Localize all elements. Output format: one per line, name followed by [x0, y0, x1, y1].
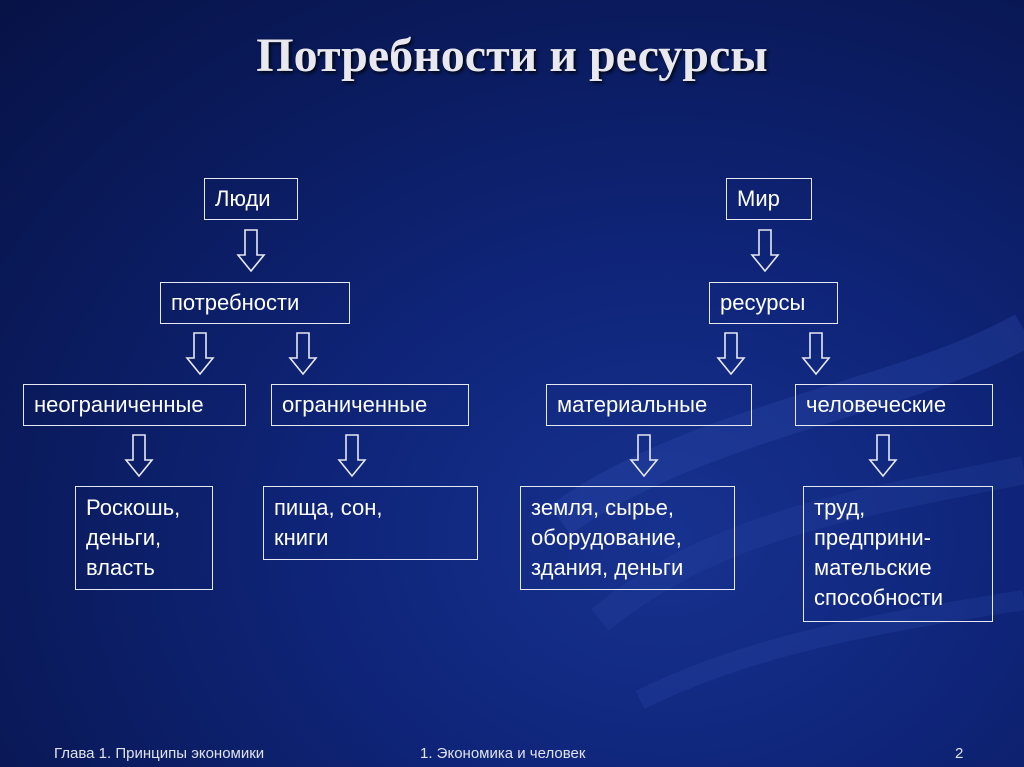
node-labor: труд, предприни- мательские способности — [803, 486, 993, 622]
down-arrow-icon — [750, 229, 780, 273]
node-luxury: Роскошь, деньги, власть — [75, 486, 213, 590]
down-arrow-icon — [716, 332, 746, 376]
down-arrow-icon — [185, 332, 215, 376]
node-world: Мир — [726, 178, 812, 220]
down-arrow-icon — [337, 434, 367, 478]
footer-page-number: 2 — [955, 745, 964, 762]
down-arrow-icon — [868, 434, 898, 478]
down-arrow-icon — [236, 229, 266, 273]
node-limited: ограниченные — [271, 384, 469, 426]
node-resources: ресурсы — [709, 282, 838, 324]
node-needs: потребности — [160, 282, 350, 324]
down-arrow-icon — [124, 434, 154, 478]
down-arrow-icon — [801, 332, 831, 376]
down-arrow-icon — [288, 332, 318, 376]
down-arrow-icon — [629, 434, 659, 478]
node-food-sleep: пища, сон, книги — [263, 486, 478, 560]
node-material: материальные — [546, 384, 752, 426]
page-title: Потребности и ресурсы — [256, 29, 768, 82]
node-human: человеческие — [795, 384, 993, 426]
node-land-materials: земля, сырье, оборудование, здания, день… — [520, 486, 735, 590]
footer-chapter: Глава 1. Принципы экономики — [54, 745, 265, 762]
node-people: Люди — [204, 178, 298, 220]
node-unlimited: неограниченные — [23, 384, 246, 426]
footer-section: 1. Экономика и человек — [420, 745, 586, 762]
